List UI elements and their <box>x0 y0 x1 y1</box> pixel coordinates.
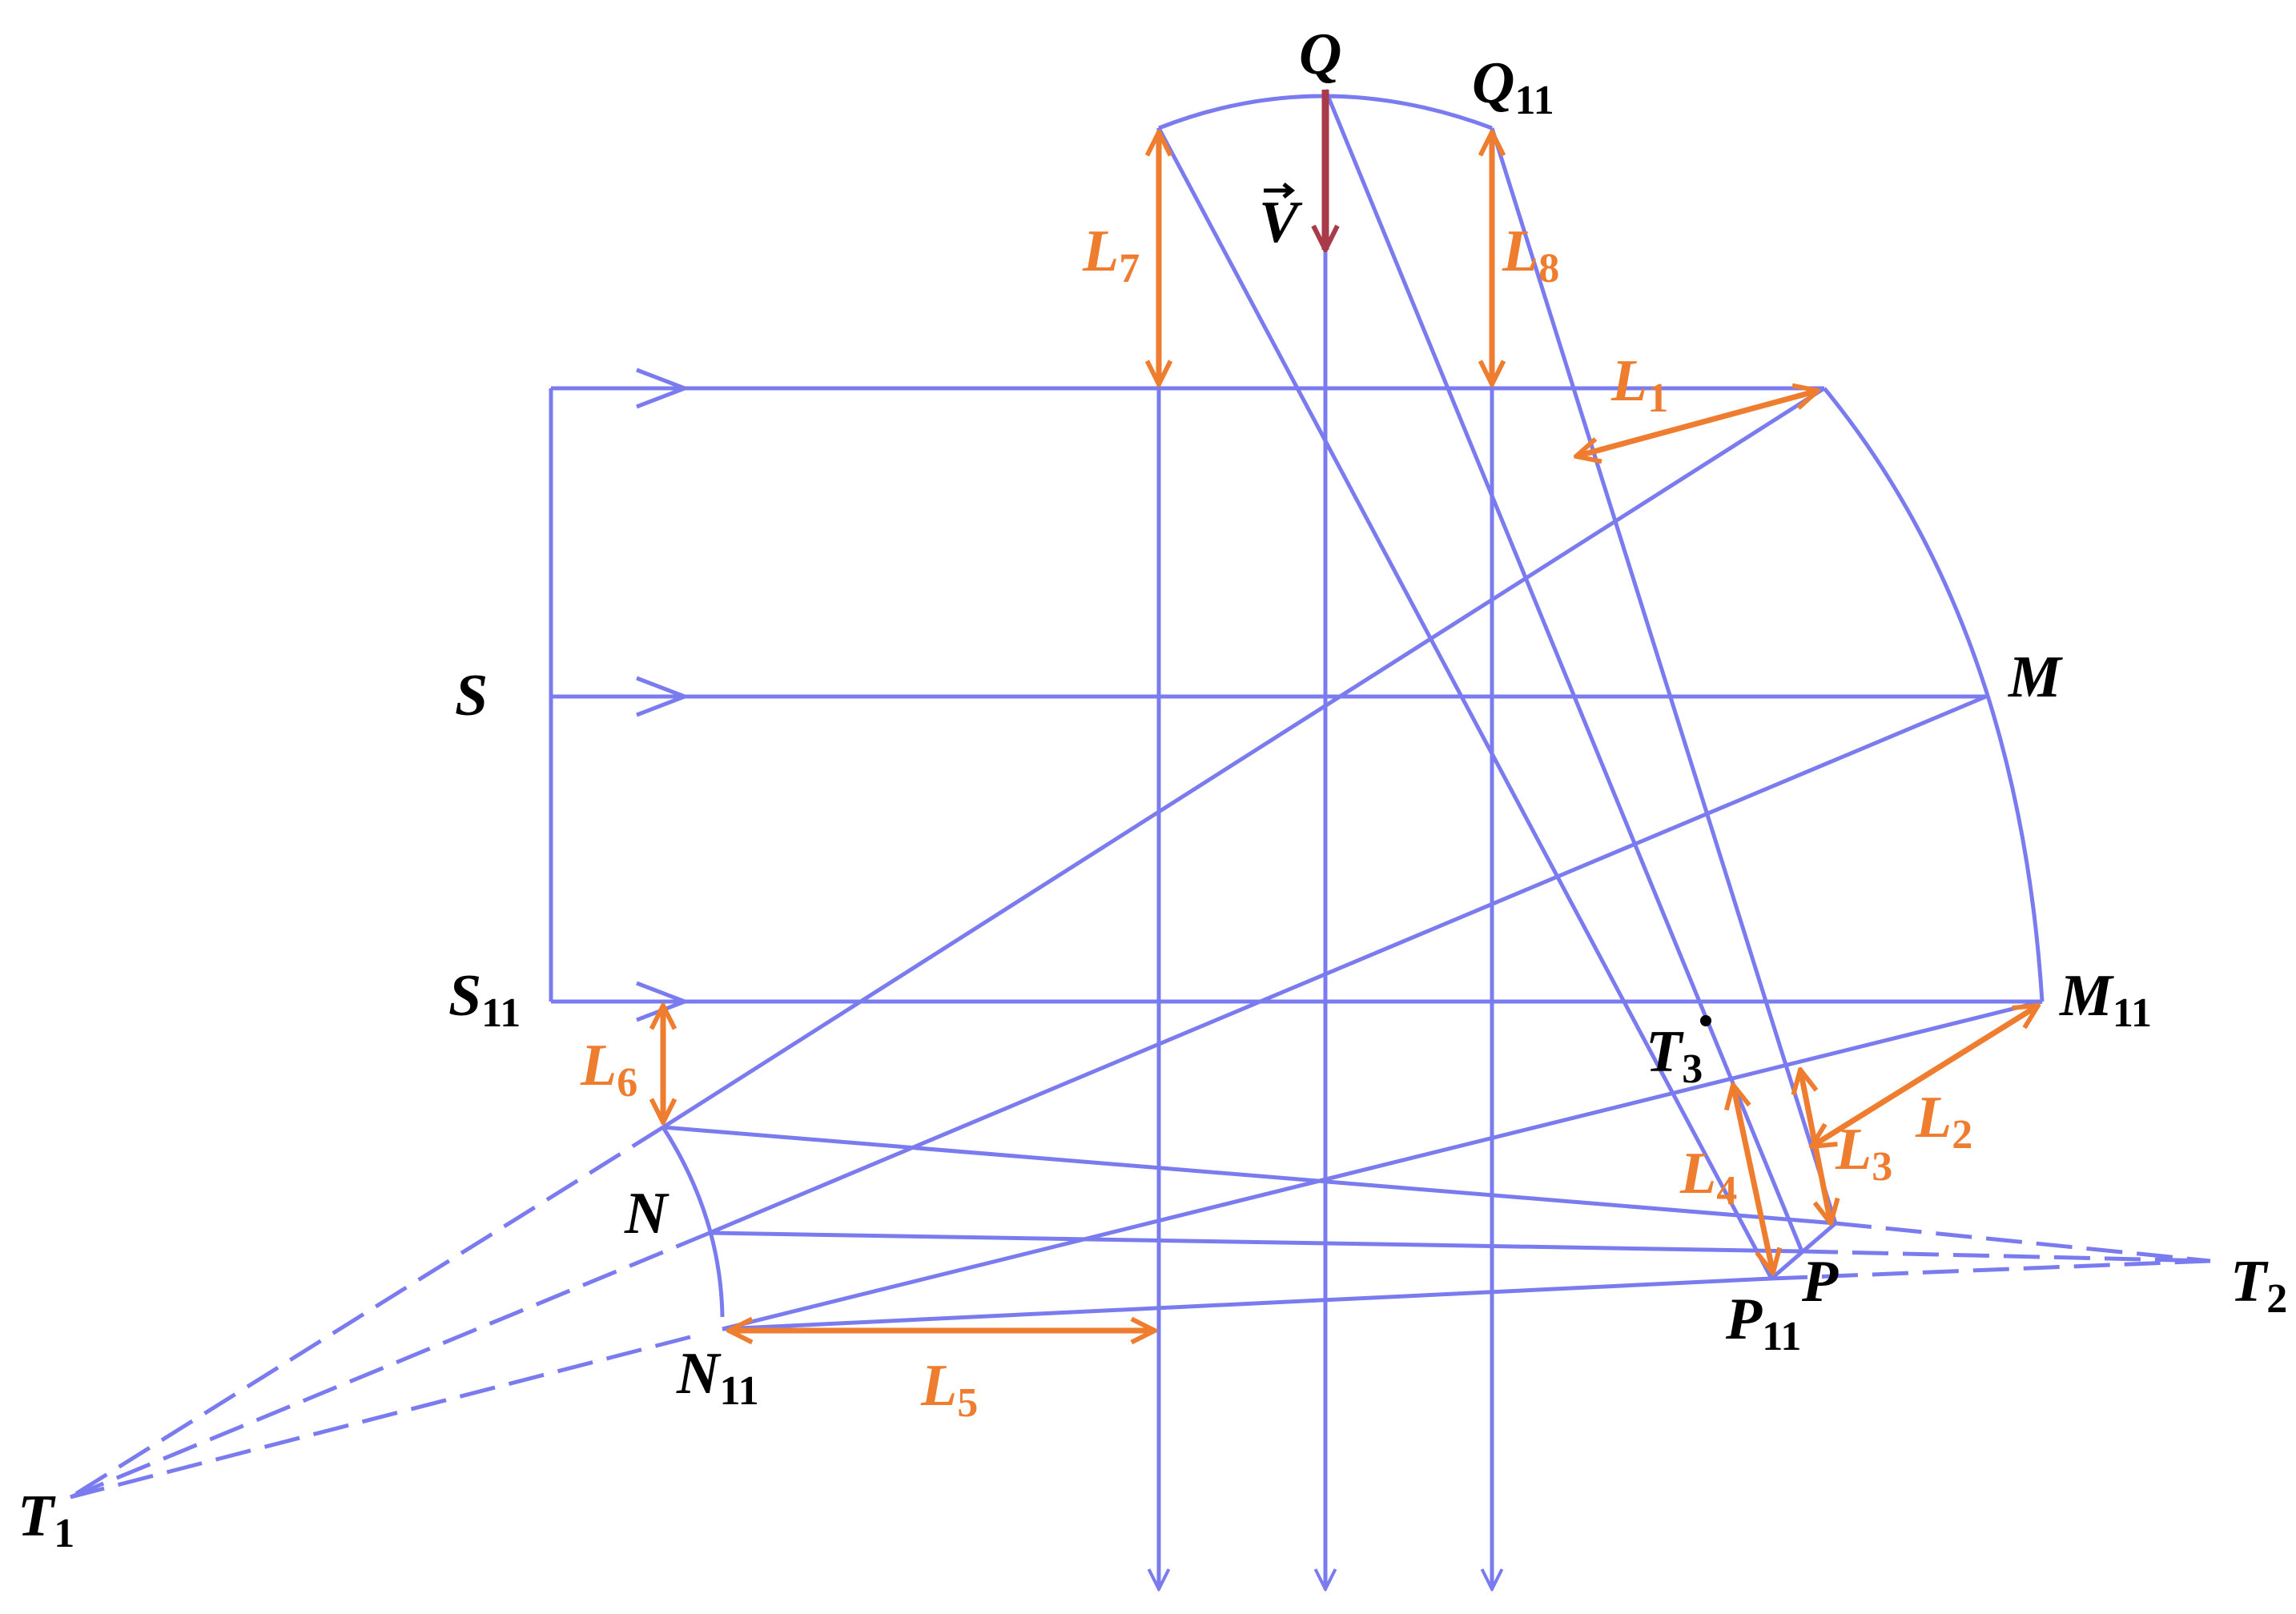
vector-arrow-over-v-icon <box>1264 183 1296 199</box>
label-t2: T2 <box>2230 1249 2287 1322</box>
extension-to-t2-middle <box>1801 1249 2211 1263</box>
extension-to-t1-bottom <box>70 1335 691 1500</box>
label-t3: T3 <box>1646 1019 1703 1092</box>
dimension-labels: L7 L8 L1 L2 L3 L4 L5 L6 <box>580 219 1972 1426</box>
label-t1: T1 <box>18 1484 74 1556</box>
label-p11: P11 <box>1725 1287 1801 1359</box>
label-l1: L1 <box>1610 348 1668 421</box>
mirror-m-arc <box>1823 387 2045 1002</box>
dimension-arrow-l1 <box>1576 391 1818 456</box>
label-q11: Q11 <box>1472 50 1554 123</box>
dashed-extension-lines <box>69 1125 2211 1500</box>
ray-p-to-q-center <box>1323 89 1804 1252</box>
point-labels: Q Q11 V S S11 M M11 N N11 P P11 T1 T2 T3 <box>18 22 2287 1556</box>
dimension-arrow-l2 <box>1811 1006 2038 1146</box>
label-s11: S11 <box>448 963 521 1036</box>
extension-to-t2-top <box>1835 1221 2211 1263</box>
t3-point <box>1700 1015 1711 1026</box>
extension-to-t1-top <box>69 1125 665 1500</box>
dimension-arrows <box>663 132 2038 1331</box>
ray-n-bottom-to-p <box>722 1276 1772 1331</box>
label-p: P <box>1801 1249 1839 1315</box>
label-v: V <box>1259 190 1303 255</box>
dimension-arrow-l4 <box>1733 1085 1773 1273</box>
label-l2: L2 <box>1915 1085 1972 1158</box>
mirror-n-arc <box>661 1126 725 1318</box>
dimension-arrow-l3 <box>1800 1070 1831 1223</box>
label-l4: L4 <box>1679 1141 1737 1214</box>
label-m: M <box>2008 644 2063 710</box>
label-n11: N11 <box>676 1341 759 1414</box>
label-q: Q <box>1299 22 1341 87</box>
extension-to-t2-bottom <box>1771 1259 2211 1281</box>
label-n: N <box>624 1181 669 1247</box>
ray-n-top-to-p <box>662 1125 1836 1226</box>
ray-middle-to-n <box>709 694 1987 1235</box>
label-l6: L6 <box>580 1033 637 1106</box>
incident-ray-middle-chevron <box>636 676 690 717</box>
label-l5: L5 <box>920 1353 978 1426</box>
ray-p-to-q-left <box>1156 126 1774 1280</box>
label-l8: L8 <box>1502 219 1559 291</box>
ray-lines <box>549 89 2045 1589</box>
incident-ray-top-chevron <box>636 367 690 409</box>
extension-to-t1-middle <box>70 1231 710 1500</box>
ray-p-to-q-right <box>1490 127 1838 1224</box>
label-m11: M11 <box>2059 963 2152 1036</box>
label-l3: L3 <box>1835 1117 1892 1190</box>
ray-n-middle-to-p <box>709 1231 1803 1254</box>
label-s: S <box>455 663 488 729</box>
label-l7: L7 <box>1082 219 1140 291</box>
ray-top-to-n <box>661 386 1826 1130</box>
